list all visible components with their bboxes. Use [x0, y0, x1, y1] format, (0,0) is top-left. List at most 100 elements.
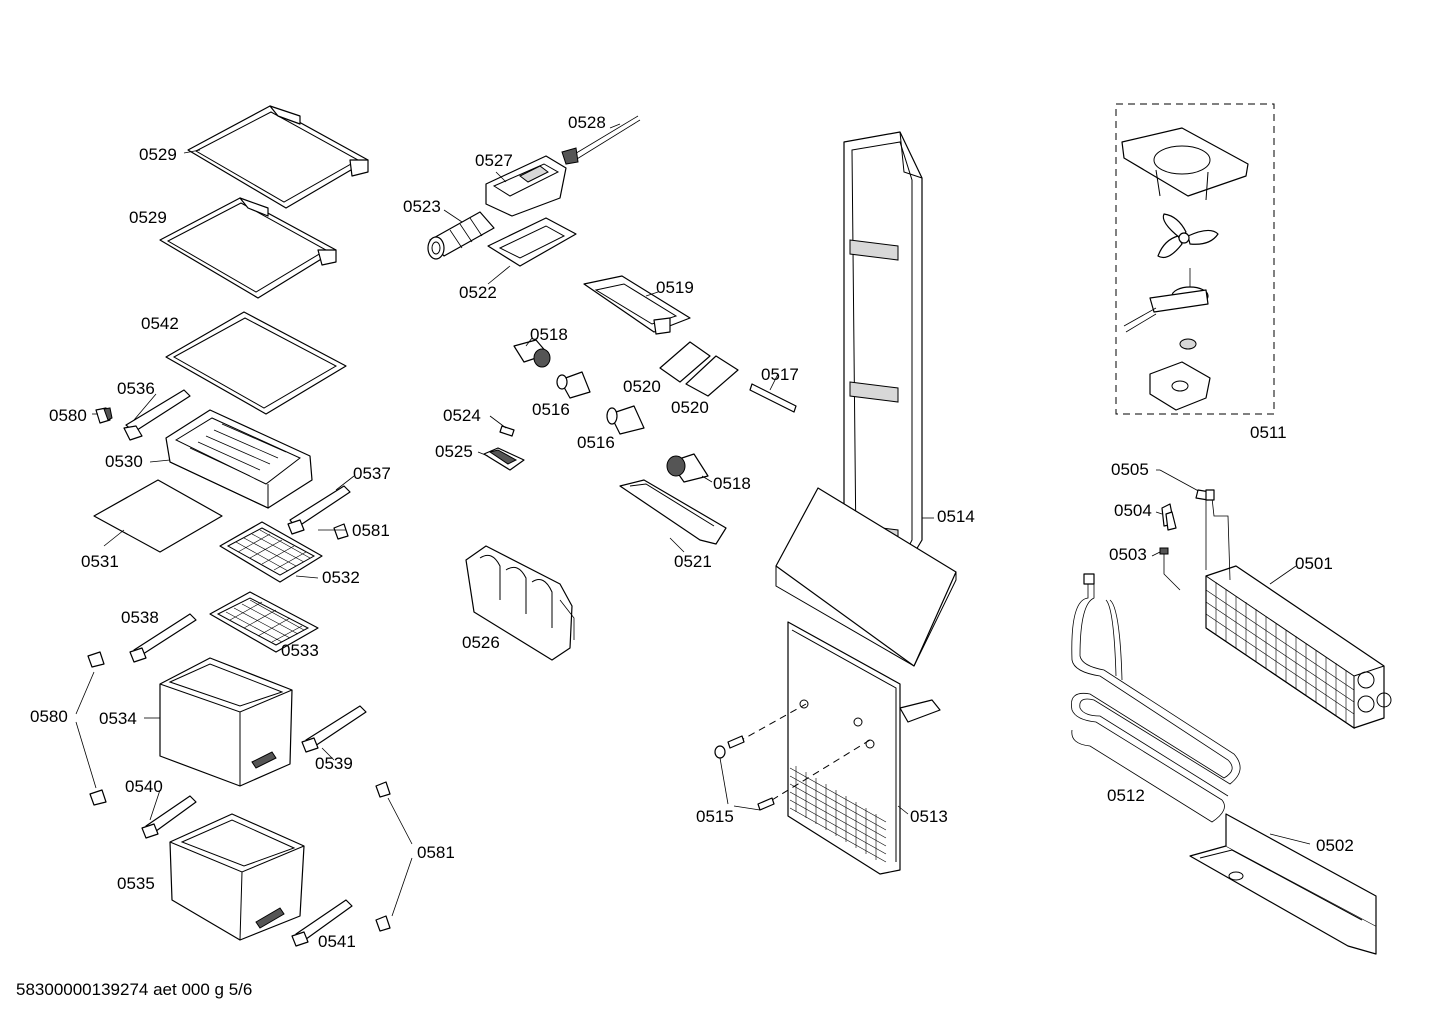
part-0529-shelf-second [159, 197, 337, 299]
part-0536-rail [123, 389, 191, 441]
leader-0515 [719, 757, 761, 811]
part-0518-connector-top [513, 339, 551, 368]
part-0525-block [483, 447, 525, 471]
part-0523-cylinder [427, 211, 495, 260]
label-0536: 0536 [117, 379, 155, 398]
part-0520-pad-a [659, 341, 711, 383]
part-0529-shelf-top [187, 105, 369, 209]
label-0522: 0522 [459, 283, 497, 302]
part-0531-cover-sheet [93, 479, 223, 553]
part-0505-sensor [1159, 469, 1211, 501]
label-0518-top: 0518 [530, 325, 568, 344]
part-0514-air-duct [843, 131, 923, 571]
label-0580-b: 0580 [30, 707, 68, 726]
label-0534: 0534 [99, 709, 137, 728]
part-0520-pad-b [685, 355, 739, 397]
part-0515-screw-b [757, 797, 775, 811]
label-0528: 0528 [568, 113, 606, 132]
part-0526-cover [465, 545, 575, 661]
label-0515: 0515 [696, 807, 734, 826]
label-0516-a: 0516 [532, 400, 570, 419]
leader-0581-b [387, 797, 413, 917]
label-0542: 0542 [141, 314, 179, 333]
label-0529-top: 0529 [139, 145, 177, 164]
part-0504-clip [1161, 503, 1177, 531]
part-0530-crisper-tray [165, 409, 313, 509]
part-0521-chute [619, 479, 727, 545]
label-0516-b: 0516 [577, 433, 615, 452]
part-0533-grid [209, 591, 319, 653]
label-0533: 0533 [281, 641, 319, 660]
label-0524: 0524 [443, 406, 481, 425]
label-0538: 0538 [121, 608, 159, 627]
leader-0580-b [75, 671, 97, 789]
part-0534-drawer [159, 657, 293, 787]
label-0513: 0513 [910, 807, 948, 826]
leaders [92, 123, 1311, 845]
leader-0513-screw-path [737, 703, 871, 801]
part-0517-rod [749, 383, 797, 413]
part-0512-defrost-heater [1071, 573, 1241, 823]
label-0531: 0531 [81, 552, 119, 571]
label-0526: 0526 [462, 633, 500, 652]
part-0580-clip-a [95, 407, 113, 424]
label-0581-b: 0581 [417, 843, 455, 862]
label-0505: 0505 [1111, 460, 1149, 479]
part-0515-cap [714, 745, 726, 759]
part-0539-rail [301, 705, 367, 753]
part-0524-pin [499, 425, 515, 437]
part-0580-clip-c [89, 789, 107, 806]
part-0528-wire [561, 115, 641, 165]
part-0532-filter-grid [219, 521, 323, 583]
label-0535: 0535 [117, 874, 155, 893]
part-0535-drawer [169, 813, 305, 941]
label-0532: 0532 [322, 568, 360, 587]
part-0581-clip-c [375, 915, 391, 932]
label-0580-a: 0580 [49, 406, 87, 425]
part-0581-clip-a [333, 523, 349, 540]
label-0540: 0540 [125, 777, 163, 796]
label-0519: 0519 [656, 278, 694, 297]
part-0514-base-plate [775, 487, 957, 667]
label-0530: 0530 [105, 452, 143, 471]
label-0527: 0527 [475, 151, 513, 170]
label-0581-a: 0581 [352, 521, 390, 540]
label-0523: 0523 [403, 197, 441, 216]
part-0542-glass-shelf [165, 311, 347, 415]
label-0541: 0541 [318, 932, 356, 951]
part-0515-screw-a [727, 735, 745, 749]
part-0501-evaporator [1205, 489, 1392, 729]
label-0514: 0514 [937, 507, 975, 526]
part-0502-drain-tray [1189, 813, 1377, 955]
part-0511-fan-assembly [1115, 103, 1275, 415]
label-0511: 0511 [1250, 423, 1287, 442]
part-0516-bulb-b [606, 405, 645, 435]
drawing-reference-number: 58300000139274 aet 000 g 5/6 [16, 980, 253, 999]
label-0537: 0537 [353, 464, 391, 483]
label-0539: 0539 [315, 754, 353, 773]
label-0518-bottom: 0518 [713, 474, 751, 493]
label-0501: 0501 [1295, 554, 1333, 573]
label-0503: 0503 [1109, 545, 1147, 564]
label-0525: 0525 [435, 442, 473, 461]
part-0541-rail [291, 899, 353, 947]
part-0580-clip-b [87, 651, 105, 668]
part-0538-rail [129, 613, 197, 663]
part-0540-rail [141, 795, 197, 839]
label-0520-a: 0520 [623, 377, 661, 396]
label-0502: 0502 [1316, 836, 1354, 855]
part-0516-bulb-a [556, 371, 591, 399]
part-0522-tray [487, 217, 577, 267]
label-0504: 0504 [1114, 501, 1152, 520]
label-0529-second: 0529 [129, 208, 167, 227]
part-0527-housing [485, 155, 567, 217]
label-0512: 0512 [1107, 786, 1145, 805]
label-0520-b: 0520 [671, 398, 709, 417]
label-0521: 0521 [674, 552, 712, 571]
part-0581-clip-b [375, 781, 391, 798]
part-0513-evaporator-cover [787, 621, 941, 875]
part-0537-rail [287, 485, 351, 535]
part-0519-bracket [583, 275, 691, 335]
label-0517: 0517 [761, 365, 799, 384]
